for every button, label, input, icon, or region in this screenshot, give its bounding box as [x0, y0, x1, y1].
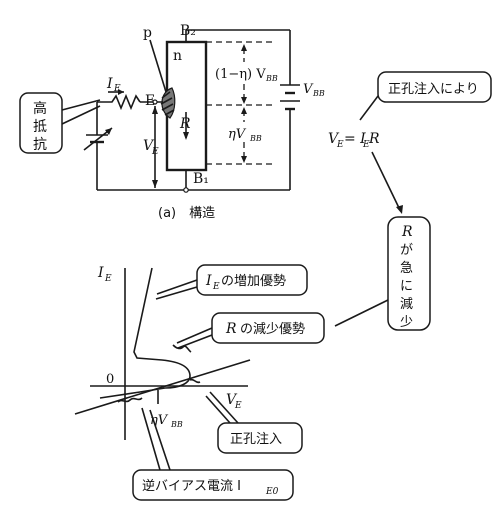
- label-ve-sub: E: [151, 147, 159, 157]
- origin-label: 0: [106, 372, 114, 387]
- ie-increase-label-sub: E: [212, 282, 220, 292]
- label-b1: B₁: [193, 171, 209, 187]
- axis-x-label-sub: E: [234, 401, 242, 411]
- p-pointer-line: [149, 39, 167, 93]
- equation-r: R: [368, 131, 380, 147]
- label-n: n: [173, 48, 182, 64]
- reverse-bias-callout: [132, 469, 294, 501]
- r-decrease-callout: [387, 216, 431, 331]
- label-ve: V: [143, 138, 155, 154]
- hole-injection-graph-callout: [217, 422, 303, 454]
- label-r: R: [179, 116, 191, 132]
- r-decrease-char-1: R: [401, 224, 413, 240]
- label-vbb-sub: BB: [312, 89, 325, 98]
- equation-ve-sub: E: [336, 140, 344, 150]
- high-resistance-char-2: 抵: [33, 119, 47, 135]
- equation-ie: = I: [344, 131, 366, 147]
- hole-injection-callout: [377, 71, 492, 103]
- label-lower-voltage-sub: BB: [249, 134, 262, 143]
- high-resistance-callout: [19, 92, 63, 154]
- structure-caption: (a) 構造: [158, 206, 215, 221]
- high-resistance-char-1: 高: [33, 100, 47, 117]
- r-decrease-char-2: が: [400, 243, 413, 258]
- vbb-battery-symbol: [280, 84, 300, 111]
- equation-arrow: [396, 205, 403, 214]
- hole-injection-graph-text: 正孔注入: [230, 432, 282, 447]
- ie-increase-label: I: [205, 273, 212, 289]
- reverse-bias-sub: E0: [265, 487, 279, 497]
- label-ie: I: [106, 76, 113, 92]
- equation-ve: V: [328, 131, 340, 147]
- label-upper-voltage-sub: BB: [265, 74, 278, 83]
- r-decrease-graph-label: R: [225, 321, 237, 337]
- r-decrease-char-6: 少: [400, 315, 413, 330]
- ujt-structure: p B₂ n E I E V E R B₁ (1−η) V BB ηV BB V…: [19, 23, 325, 221]
- hole-injection-callout-text: 正孔注入により: [388, 82, 479, 97]
- r-resistance-arrow: [183, 132, 189, 140]
- label-lower-voltage: ηV: [228, 127, 247, 142]
- annotation-right: 正孔注入により V E = I E R R が 急 に 減 少: [328, 71, 492, 331]
- label-ie-sub: E: [113, 84, 121, 94]
- series-resistor-symbol: [97, 93, 141, 111]
- ie-increase-text: の増加優勢: [221, 274, 286, 289]
- label-p: p: [143, 25, 152, 41]
- reverse-bias-line: [74, 359, 251, 415]
- ie-current-arrow: [118, 89, 124, 95]
- reverse-bias-text: 逆バイアス電流 I: [142, 478, 241, 494]
- r-decrease-char-5: 減: [400, 296, 413, 312]
- axis-y-label: I: [97, 265, 104, 281]
- ujt-characteristic-curve: [99, 267, 191, 399]
- axis-y-label-sub: E: [104, 274, 112, 284]
- characteristic-graph: I E 0 V E I E の増加優勢 R の減少優勢 ηV BB 正孔注入 逆…: [74, 264, 325, 501]
- label-e: E: [145, 93, 155, 109]
- r-decrease-char-3: 急: [400, 261, 413, 276]
- variable-voltage-source-symbol: [83, 127, 113, 151]
- high-resistance-char-3: 抗: [33, 137, 47, 153]
- r-decrease-graph-text: の減少優勢: [240, 321, 305, 337]
- equation-ie-sub: E: [362, 140, 370, 150]
- label-vbb: V: [303, 82, 314, 97]
- eta-vbb-label-sub: BB: [170, 420, 183, 429]
- label-b2: B₂: [180, 23, 196, 39]
- label-upper-voltage: (1−η) V: [215, 67, 266, 82]
- axis-x-label: V: [226, 392, 238, 408]
- r-decrease-char-4: に: [400, 279, 413, 294]
- emitter-terminal: [152, 99, 158, 105]
